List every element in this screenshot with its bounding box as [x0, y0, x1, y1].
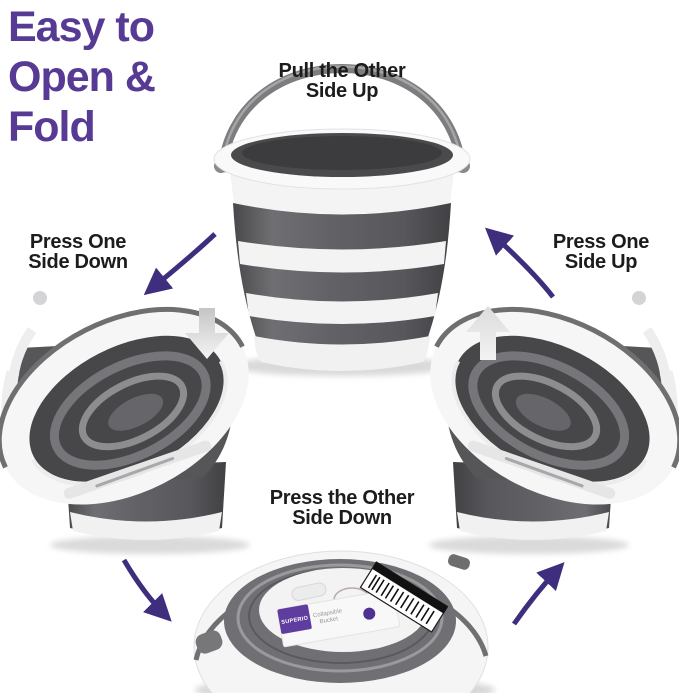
- instruction-pull-other-side-up: Pull the Other Side Up: [278, 60, 406, 102]
- collapsed-bucket: SUPERIO Collapsible Bucket: [193, 550, 495, 693]
- bucket-handle: [217, 64, 467, 173]
- label-name-line1: Collapsible: [313, 608, 344, 619]
- instruction-press-other-side-down: Press the Other Side Down: [269, 487, 415, 529]
- brand-text: SUPERIO: [281, 615, 309, 626]
- curved-arrow-up-right-icon: [511, 562, 565, 626]
- instruction-press-one-side-up: Press One Side Up: [552, 231, 650, 273]
- block-arrow-down-icon: [185, 308, 229, 359]
- curved-arrow-down-left-icon: [143, 232, 217, 296]
- curved-arrow-up-left-icon: [484, 227, 555, 299]
- open-bucket: [213, 64, 471, 376]
- headline: Easy to Open & Fold: [8, 3, 156, 151]
- label-name-line2: Bucket: [319, 616, 338, 625]
- half-folded-bucket-left: [0, 291, 250, 554]
- instruction-press-one-side-down: Press One Side Down: [28, 231, 128, 273]
- block-arrow-up-icon: [466, 306, 510, 360]
- barcode-sticker: [359, 561, 449, 633]
- curved-arrow-down-right-icon: [121, 558, 172, 622]
